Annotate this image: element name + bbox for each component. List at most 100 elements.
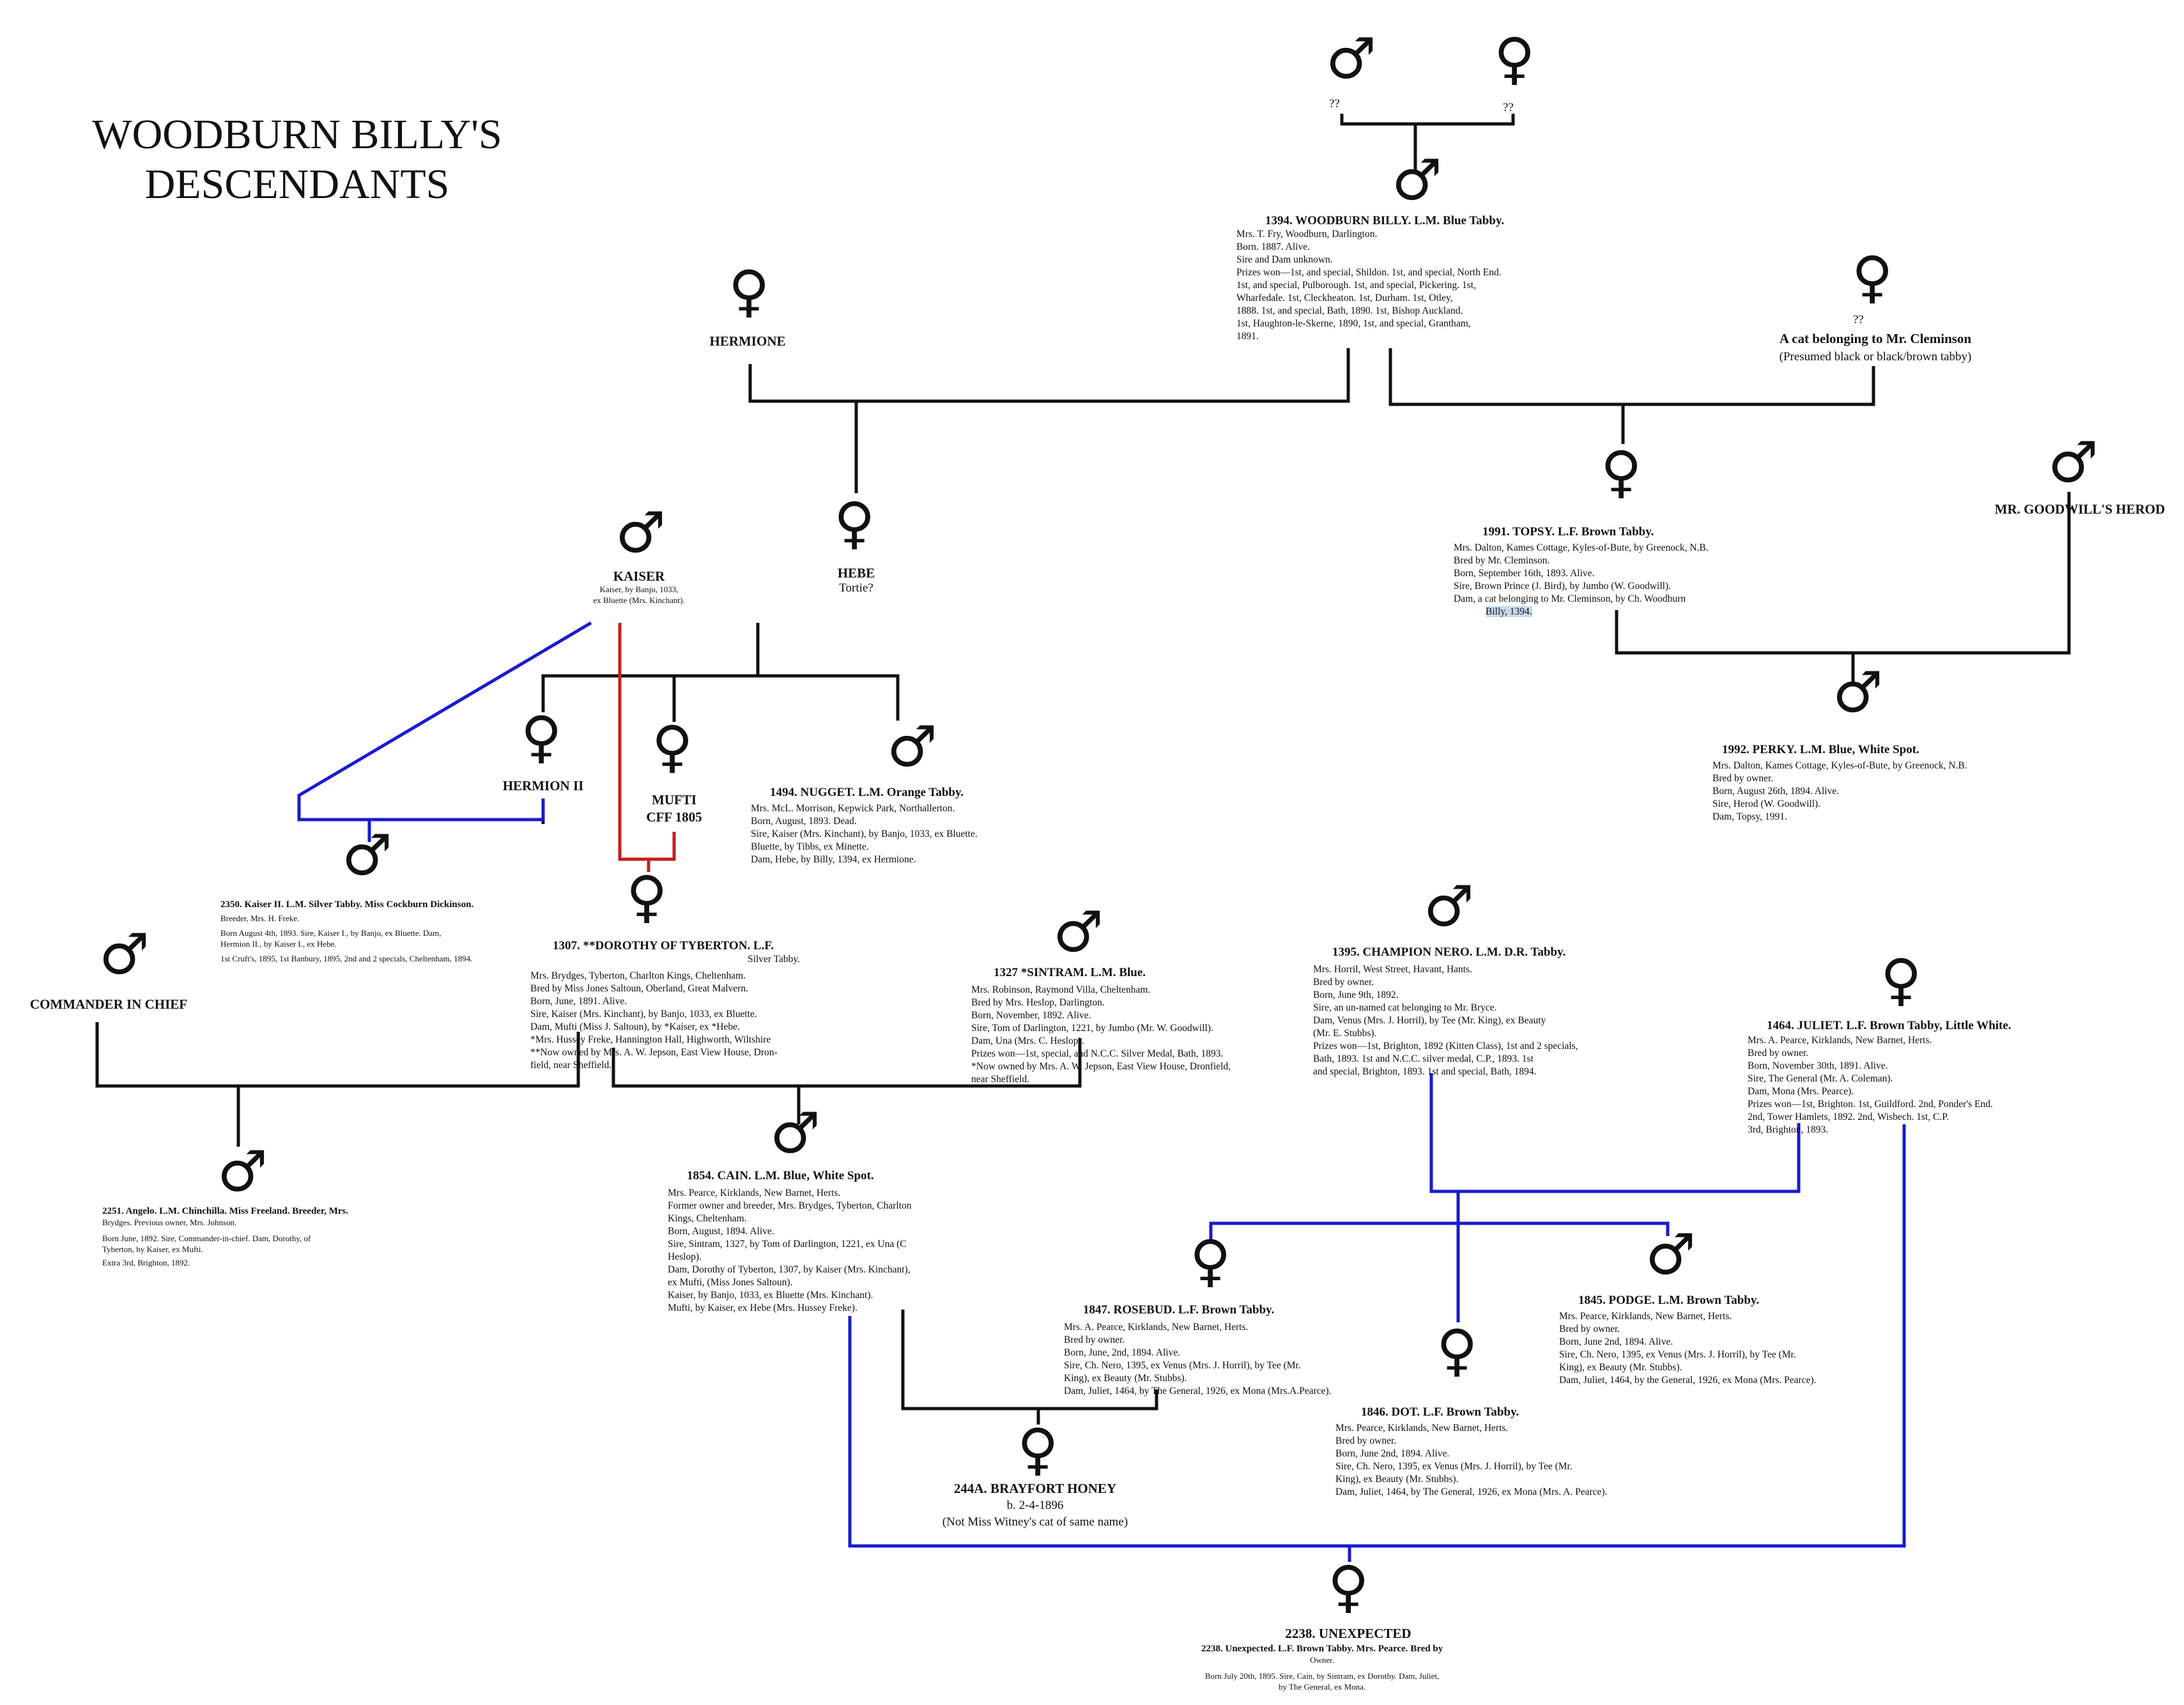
link-nero-juliet (1429, 1073, 1801, 1322)
female-icon: ♀ (1880, 947, 1922, 1013)
link-woodburn-cleminson (1388, 348, 1875, 444)
link-topsy-herod (1615, 492, 2071, 685)
entry-header: 1464. JULIET. L.F. Brown Tabby, Little W… (1767, 1019, 2011, 1032)
unknown-sire-label: ?? (1329, 97, 1340, 111)
link-hermione-woodburn (748, 348, 1350, 403)
perky-entry: 1992. PERKY. L.M. Blue, White Spot. Mrs.… (1712, 743, 1967, 823)
herod-label: MR. GOODWILL'S HEROD (1994, 501, 2165, 517)
female-icon: ♀ (626, 864, 668, 929)
entry-lines: Mrs. Pearce, Kirklands, New Barnet, Hert… (668, 1188, 912, 1313)
kaiser-label: KAISER (613, 569, 665, 584)
link-commander-dorothy (95, 1022, 580, 1147)
brayfort-honey-born: b. 2-4-1896 (1006, 1499, 1064, 1512)
entry-lines: Mrs. Pearce, Kirklands, New Barnet, Hert… (1559, 1311, 1817, 1386)
link-dorothy-sintram (611, 1038, 1082, 1124)
female-icon: ♀ (652, 714, 693, 779)
link-rosebud-podge (1209, 1221, 1670, 1239)
cleminson-q: ?? (1853, 313, 1864, 326)
entry-lines: Mrs. Pearce, Kirklands, New Barnet, Hert… (1335, 1423, 1608, 1497)
male-icon: ♂ (1392, 147, 1442, 213)
entry-subheader: Silver Tabby. (748, 954, 801, 965)
entry-header: 1991. TOPSY. L.F. Brown Tabby. (1482, 525, 1654, 539)
nugget-entry: 1494. NUGGET. L.M. Orange Tabby. Mrs. Mc… (751, 786, 978, 866)
brayfort-honey-note: (Not Miss Witney's cat of same name) (942, 1515, 1128, 1529)
link-cain-juliet (848, 1124, 1906, 1562)
male-icon: ♂ (2048, 429, 2098, 495)
podge-entry: 1845. PODGE. L.M. Brown Tabby. Mrs. Pear… (1559, 1294, 1816, 1387)
male-icon: ♂ (1424, 873, 1474, 939)
entry-lines: Mrs. A. Pearce, Kirklands, New Barnet, H… (1064, 1322, 1332, 1396)
female-icon: ♀ (1328, 1554, 1369, 1619)
entry-lines: Mrs. Brydges, Tyberton, Charlton Kings, … (530, 970, 778, 1071)
woodburn-billy-entry: 1394. WOODBURN BILLY. L.M. Blue Tabby. M… (1236, 214, 1504, 343)
male-icon: ♂ (342, 822, 392, 888)
entry-lines: Mrs. Dalton, Kames Cottage, Kyles-of-But… (1454, 542, 1709, 617)
female-icon: ♀ (521, 704, 562, 770)
female-icon: ♀ (834, 490, 875, 556)
brayfort-honey-label: 244A. BRAYFORT HONEY (953, 1481, 1117, 1496)
entry-lines: Mrs. T. Fry, Woodburn, Darlington. Born.… (1236, 229, 1502, 342)
female-icon: ♀ (1190, 1228, 1231, 1294)
link-kaiser-mufti (618, 623, 676, 872)
hermione-label: HERMIONE (709, 333, 786, 349)
rosebud-entry: 1847. ROSEBUD. L.F. Brown Tabby. Mrs. A.… (1064, 1303, 1332, 1398)
title-line-1: WOODBURN BILLY'S (92, 111, 502, 158)
hebe-note: Tortie? (839, 581, 873, 595)
entry-lines: Brydges. Previous owner, Mrs. Johnson. B… (102, 1218, 311, 1267)
hebe-label: HEBE (837, 565, 875, 581)
male-icon: ♂ (770, 1100, 820, 1166)
male-icon: ♂ (217, 1138, 268, 1204)
mufti-registration: CFF 1805 (646, 809, 702, 825)
cleminson-cat-label: A cat belonging to Mr. Cleminson (1779, 331, 1972, 346)
male-icon: ♂ (99, 921, 150, 987)
female-icon: ♀ (728, 258, 770, 324)
female-icon: ♀ (1017, 1416, 1059, 1482)
mufti-label: MUFTI (652, 792, 696, 807)
female-icon: ♀ (1436, 1317, 1478, 1383)
kaiser-pedigree: Kaiser, by Banjo, 1033, ex Bluette (Mrs.… (593, 585, 685, 605)
entry-header: 2238. Unexpected. L.F. Brown Tabby. Mrs.… (1201, 1644, 1443, 1654)
entry-lines: Mrs. McL. Morrison, Kepwick Park, Northa… (751, 803, 978, 865)
entry-header: 1845. PODGE. L.M. Brown Tabby. (1578, 1294, 1760, 1307)
entry-header: 1854. CAIN. L.M. Blue, White Spot. (687, 1169, 874, 1182)
entry-header: 1847. ROSEBUD. L.F. Brown Tabby. (1083, 1303, 1275, 1317)
female-icon: ♀ (1852, 244, 1893, 310)
female-icon: ♀ (1601, 439, 1642, 505)
diagram-title: WOODBURN BILLY'S DESCENDANTS (73, 110, 521, 210)
entry-lines: Mrs. Horril, West Street, Havant, Hants.… (1313, 964, 1578, 1077)
male-icon: ♂ (615, 500, 666, 565)
title-line-2: DESCENDANTS (144, 161, 450, 208)
entry-lines: Owner. Born July 20th, 1895. Sire, Cain,… (1204, 1655, 1440, 1692)
hermion-ii-label: HERMION II (502, 778, 584, 793)
blue-connectors (297, 621, 1906, 1562)
entry-header: 1992. PERKY. L.M. Blue, White Spot. (1722, 743, 1919, 756)
unknown-dam-label: ?? (1503, 101, 1514, 114)
entry-lines: Breeder, Mrs. H. Freke. Born August 4th,… (220, 914, 473, 963)
female-icon: ♀ (1494, 26, 1535, 91)
red-connectors (618, 623, 676, 872)
champion-nero-entry: 1395. CHAMPION NERO. L.M. D.R. Tabby. Mr… (1313, 945, 1578, 1078)
commander-in-chief-label: COMMANDER IN CHIEF (29, 997, 188, 1012)
entry-header: 1494. NUGGET. L.M. Orange Tabby. (770, 786, 964, 799)
entry-header: 2350. Kaiser II. L.M. Silver Tabby. Miss… (220, 899, 474, 910)
entry-header: 1846. DOT. L.F. Brown Tabby. (1361, 1405, 1519, 1419)
entry-header: 1394. WOODBURN BILLY. L.M. Blue Tabby. (1265, 214, 1505, 227)
entry-lines: Mrs. Robinson, Raymond Villa, Cheltenham… (971, 984, 1231, 1085)
black-connectors (95, 114, 2071, 1425)
male-icon: ♂ (1645, 1221, 1696, 1287)
kaiser-ii-entry: 2350. Kaiser II. L.M. Silver Tabby. Miss… (220, 899, 473, 964)
entry-header: 1327 *SINTRAM. L.M. Blue. (994, 966, 1146, 979)
entry-lines: Mrs. Dalton, Kames Cottage, Kyles-of-But… (1712, 760, 1967, 822)
entry-lines: Mrs. A. Pearce, Kirklands, New Barnet, H… (1748, 1035, 1993, 1135)
male-icon: ♂ (887, 714, 937, 779)
entry-header: 1395. CHAMPION NERO. L.M. D.R. Tabby. (1332, 945, 1566, 959)
male-icon: ♂ (1326, 26, 1376, 91)
male-icon: ♂ (1053, 899, 1104, 965)
entry-header: 2251. Angelo. L.M. Chinchilla. Miss Free… (102, 1206, 349, 1216)
dorothy-entry: 1307. **DOROTHY OF TYBERTON. L.F. Silver… (530, 939, 800, 1072)
sintram-entry: 1327 *SINTRAM. L.M. Blue. Mrs. Robinson,… (971, 966, 1231, 1086)
link-top-parents (1340, 114, 1515, 174)
juliet-entry: 1464. JULIET. L.F. Brown Tabby, Little W… (1748, 1019, 2011, 1136)
male-icon: ♂ (1833, 659, 1883, 725)
